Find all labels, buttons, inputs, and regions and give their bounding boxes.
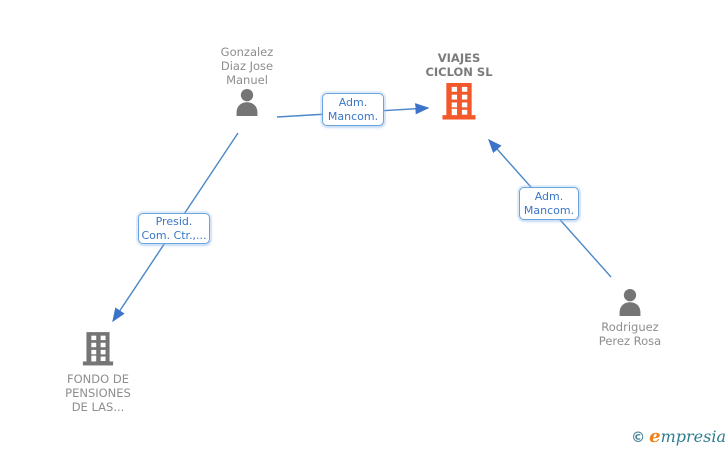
empresia-watermark[interactable]: © empresia bbox=[631, 426, 726, 447]
person-icon bbox=[236, 89, 258, 116]
building-icon bbox=[442, 83, 476, 120]
node-company-viajes-ciclon[interactable]: VIAJES CICLON SL bbox=[411, 51, 507, 120]
brand-rest: mpresia bbox=[660, 427, 726, 446]
brand-name: empresia bbox=[649, 426, 726, 447]
building-icon bbox=[82, 332, 114, 366]
person-icon bbox=[619, 289, 641, 316]
node-label: FONDO DE PENSIONES DE LAS... bbox=[65, 372, 131, 414]
node-company-fondo-pensiones[interactable]: FONDO DE PENSIONES DE LAS... bbox=[46, 332, 150, 414]
node-label: Rodriguez Perez Rosa bbox=[598, 320, 662, 348]
copyright-icon: © bbox=[631, 430, 646, 446]
edge-label-adm-mancom-gonzalez[interactable]: Adm. Mancom. bbox=[322, 93, 384, 126]
edge-label-presid-com-ctr[interactable]: Presid. Com. Ctr.,... bbox=[138, 213, 210, 244]
node-person-rodriguez[interactable]: Rodriguez Perez Rosa bbox=[582, 289, 678, 348]
node-label: VIAJES CICLON SL bbox=[425, 51, 493, 79]
brand-initial: e bbox=[649, 426, 661, 447]
node-label: Gonzalez Diaz Jose Manuel bbox=[220, 45, 274, 87]
node-person-gonzalez[interactable]: Gonzalez Diaz Jose Manuel bbox=[199, 45, 295, 116]
edge-label-adm-mancom-rodriguez[interactable]: Adm. Mancom. bbox=[519, 187, 579, 220]
